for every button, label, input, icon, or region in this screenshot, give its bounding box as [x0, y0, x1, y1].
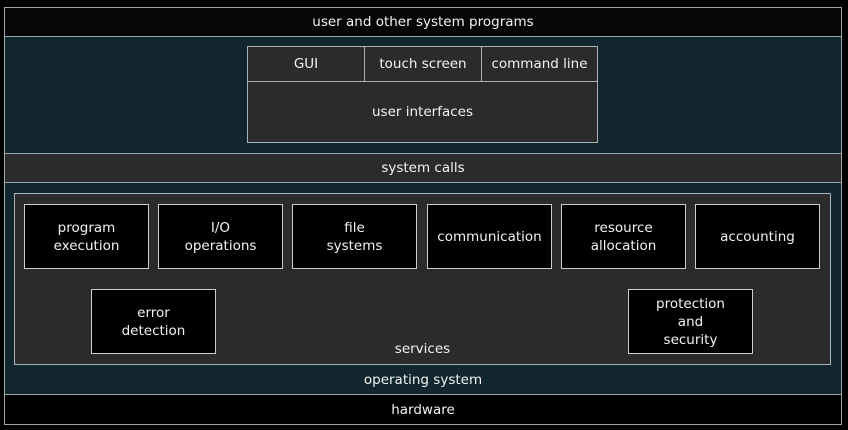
hardware-layer: hardware	[4, 394, 842, 425]
operating-system-label: operating system	[363, 372, 483, 388]
service-communication: communication	[427, 204, 552, 269]
service-accounting: accounting	[695, 204, 820, 269]
user-interfaces-label: user interfaces	[372, 104, 473, 120]
ui-command-line: command line	[481, 46, 598, 82]
ui-gui: GUI	[247, 46, 365, 82]
system-calls-layer: system calls	[4, 153, 842, 183]
user-programs-layer: user and other system programs	[4, 7, 842, 37]
ui-touch-screen: touch screen	[364, 46, 482, 82]
